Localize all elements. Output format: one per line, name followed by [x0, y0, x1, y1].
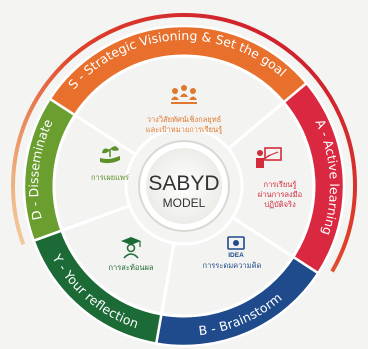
svg-text:IDEA: IDEA — [228, 252, 244, 259]
segment-text-a-3: ปฏิบัติจริง — [264, 200, 296, 209]
segment-text-b-1: การระดมความคิด — [203, 261, 262, 270]
segment-inner-y — [59, 203, 176, 316]
inner-segments — [52, 54, 316, 318]
segment-inner-b — [159, 215, 296, 318]
segment-text-s-1: วางวิสัยทัศน์เชิงกลยุทธ์ — [147, 115, 221, 124]
presenter-board-icon — [256, 147, 282, 168]
outer-segments — [22, 24, 346, 348]
segment-text-d-1: การเผยแพร่ — [91, 173, 129, 182]
segment-text-a-2: ผ่านการลงมือ — [258, 190, 302, 199]
segment-inner-s — [72, 54, 286, 157]
graduate-icon — [121, 237, 141, 259]
outer-decorative-ring — [11, 13, 357, 273]
center-subtitle: MODEL — [163, 196, 206, 210]
segment-inner-d — [52, 113, 138, 233]
segment-text-a-1: การเรียนรู้ — [264, 180, 297, 189]
sprout-hand-icon — [100, 146, 120, 164]
inner-content: วางวิสัยทัศน์เชิงกลยุทธ์และเป้าหมายการเร… — [91, 85, 302, 272]
center-title: SABYD — [148, 172, 219, 195]
idea-icon: IDEA — [227, 236, 245, 259]
people-group-icon — [171, 85, 197, 104]
segment-text-s-2: และเป้าหมายการเรียนรู้ — [146, 125, 222, 134]
segment-text-y-1: การสะท้อนผล — [109, 263, 154, 272]
center-inner-circle — [146, 148, 222, 224]
segment-inner-a — [226, 100, 316, 259]
